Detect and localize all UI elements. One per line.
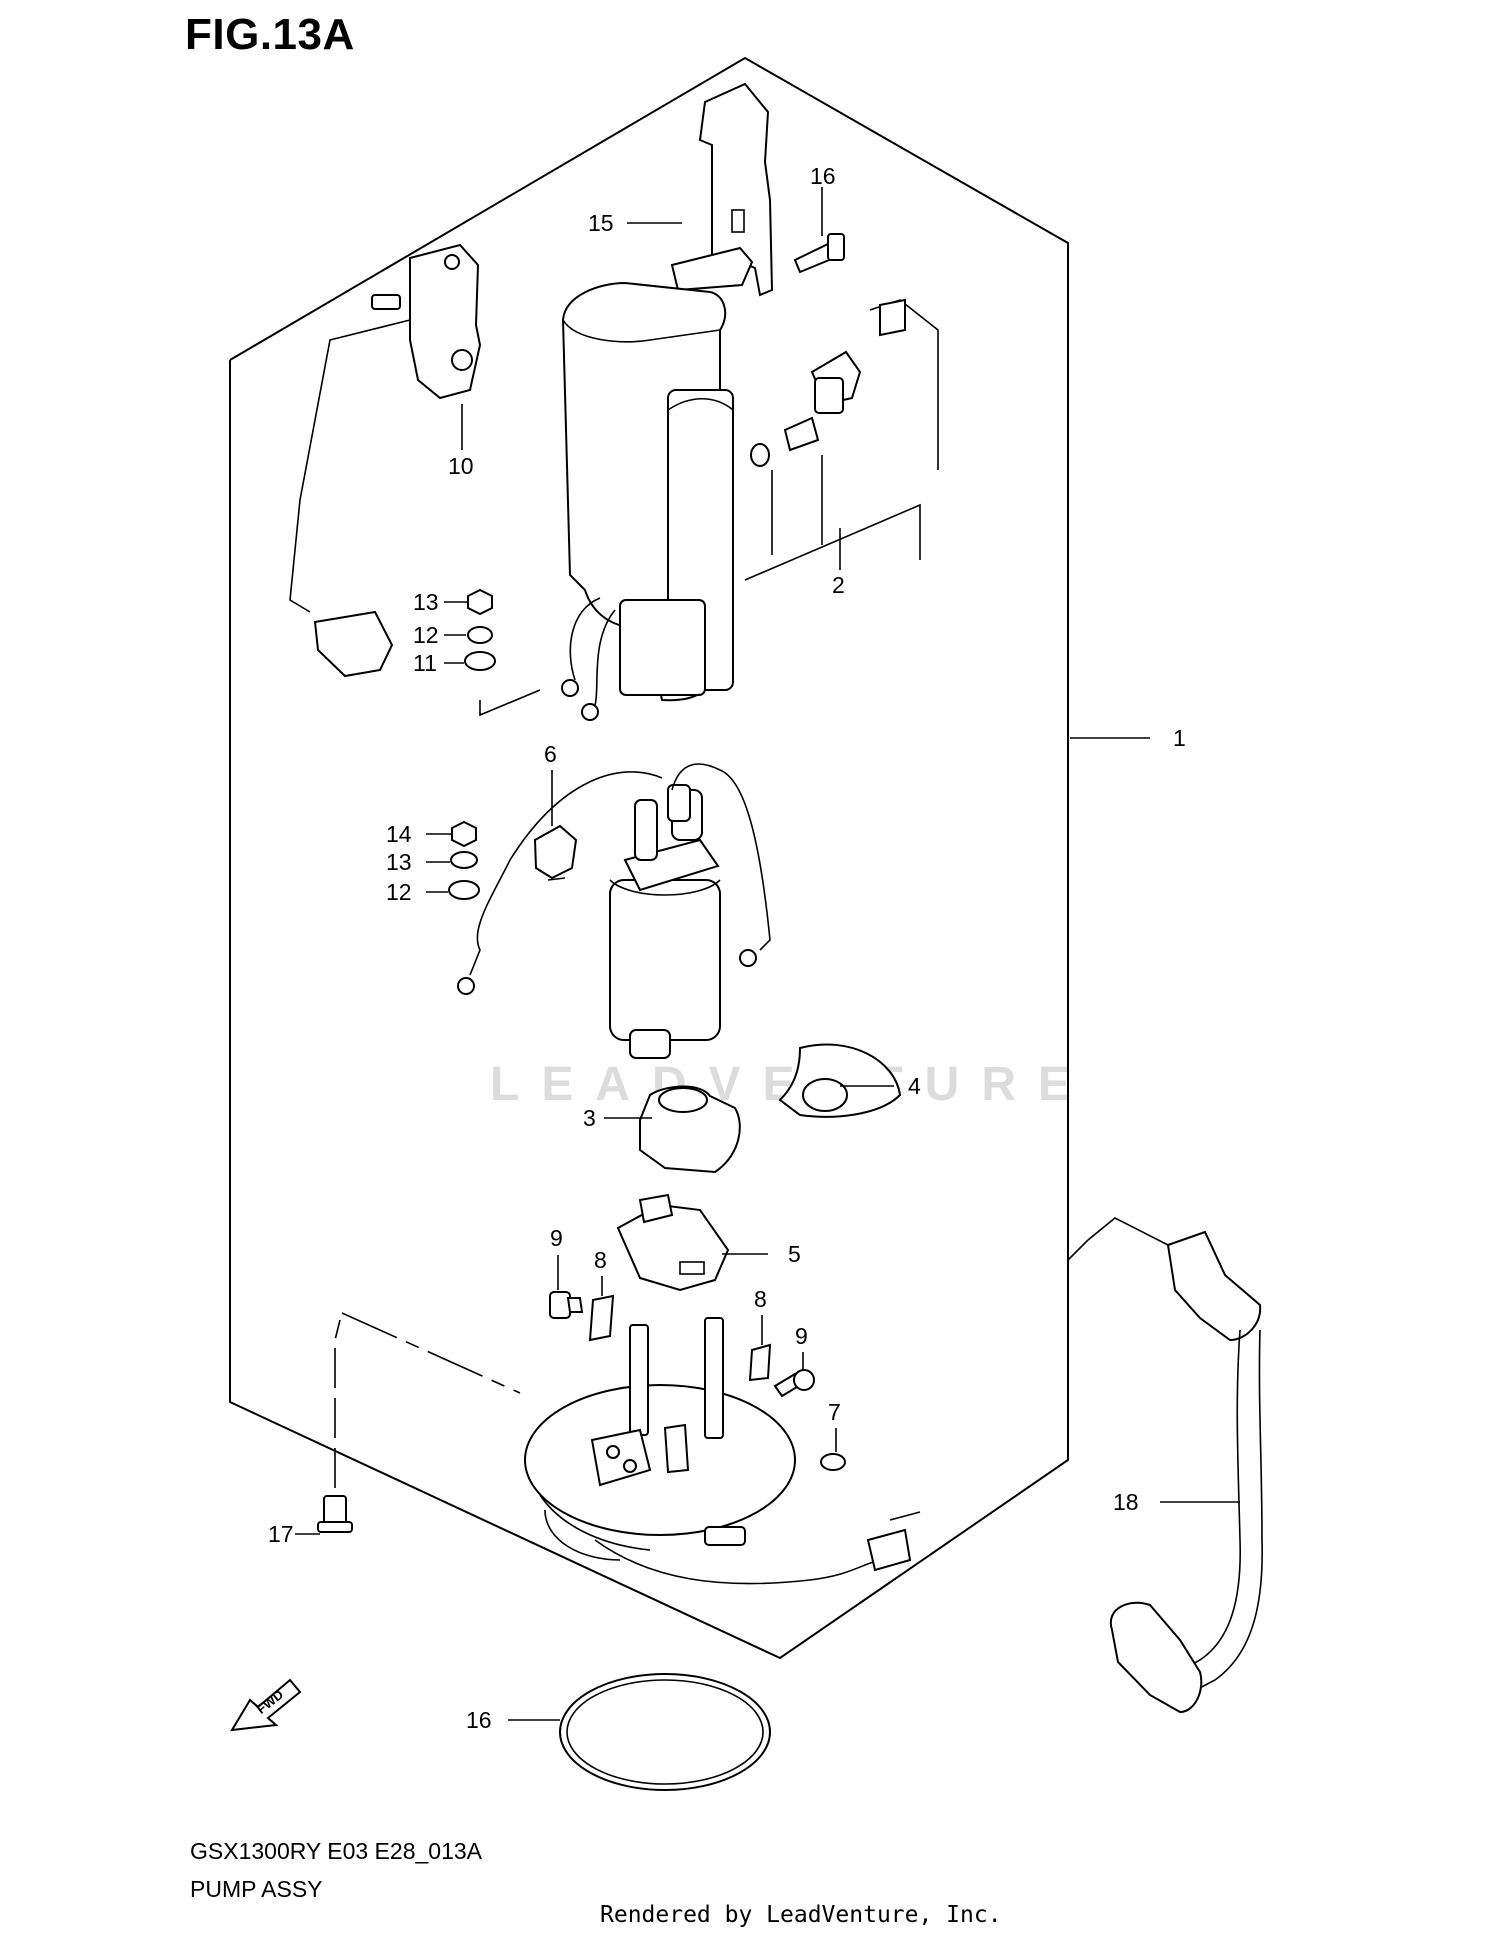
pump-housing-part	[561, 281, 734, 702]
callout-7: 7	[828, 1399, 841, 1425]
callout-3: 3	[583, 1105, 596, 1131]
callout-9-left: 9	[550, 1225, 563, 1251]
watermark: LEADVENTURE	[490, 1058, 1092, 1111]
callout-12-lower: 13	[386, 849, 412, 875]
diagram-subtitle: PUMP ASSY	[190, 1876, 323, 1902]
callout-11-upper: 11	[413, 650, 437, 676]
screw-right-part	[773, 1369, 815, 1398]
figure-title: FIG.13A	[185, 10, 355, 59]
o-ring-part	[559, 1673, 771, 1791]
screw-left-part	[549, 1291, 584, 1319]
callout-5: 5	[788, 1241, 801, 1267]
callout-10: 10	[448, 453, 474, 479]
pressure-regulator-part	[744, 298, 939, 581]
callout-8-right: 8	[754, 1286, 767, 1312]
hardware-stack-lower	[448, 820, 480, 900]
model-code: GSX1300RY E03 E28_013A	[190, 1838, 482, 1864]
callout-12-upper: 12	[413, 622, 439, 648]
fuel-level-gauge-part	[289, 243, 482, 678]
base-plate-part	[524, 1317, 921, 1585]
render-credit: Rendered by LeadVenture, Inc.	[600, 1902, 1002, 1928]
callout-8-left: 8	[594, 1247, 607, 1273]
callout-11-lower: 12	[386, 879, 412, 905]
fuel-hose-part	[1067, 1217, 1263, 1714]
callout-4: 4	[908, 1073, 921, 1099]
callout-6: 6	[544, 741, 557, 767]
assembly-frame	[229, 56, 1069, 1660]
bracket-part	[670, 82, 774, 297]
clip-right-part	[748, 1343, 772, 1382]
callout-9-right: 9	[795, 1323, 808, 1349]
callout-2: 2	[832, 572, 845, 598]
callout-13-upper: 13	[413, 589, 439, 615]
bolt-lower-part	[317, 1312, 521, 1533]
housing-wires	[479, 597, 616, 721]
callout-17: 17	[268, 1521, 294, 1547]
callout-16: 16	[466, 1707, 492, 1733]
fuel-pump-part	[457, 763, 771, 1059]
pump-holder-part	[778, 1043, 902, 1118]
clip-left-part	[588, 1294, 615, 1342]
pump-cushion-part	[639, 1085, 741, 1174]
bolt-part	[793, 233, 845, 274]
callout-18: 18	[1113, 1489, 1139, 1515]
callout-15: 16	[810, 163, 836, 189]
plate-part	[616, 1193, 730, 1292]
washer-part	[820, 1453, 846, 1471]
callout-13-lower: 14	[386, 821, 412, 847]
hardware-stack-upper	[464, 588, 496, 671]
fwd-arrow-icon: FWD	[230, 1678, 302, 1732]
callout-14: 15	[588, 210, 614, 236]
callout-1: 1	[1173, 725, 1186, 751]
